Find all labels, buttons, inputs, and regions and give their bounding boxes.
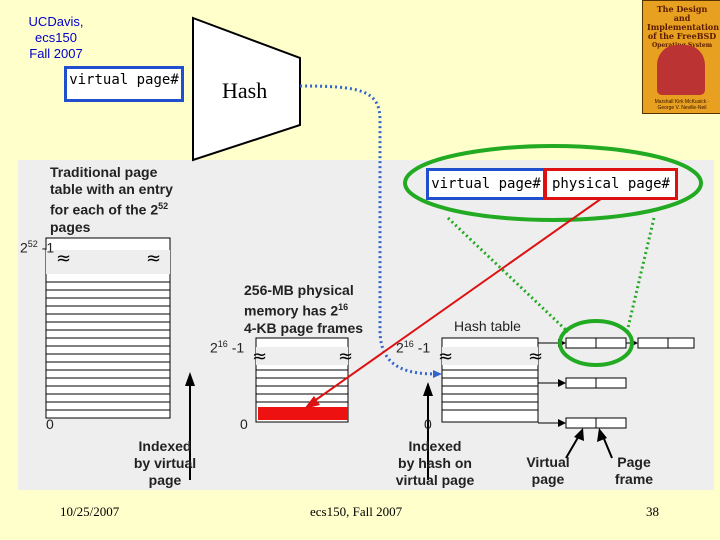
book-cover: The Design and Implementation of the Fre… [642,0,720,114]
vpn-input-label: virtual page# [69,72,179,88]
course-header: UCDavis, ecs150 Fall 2007 [6,14,106,62]
physical-zero: 0 [240,416,248,432]
svg-text:≈: ≈ [252,346,267,367]
vpn-box: virtual page# [426,168,546,200]
hash-table-label: Hash table [454,318,521,334]
traditional-page-table: ≈ ≈ [45,237,195,480]
physical-top-index: 216 -1 [210,339,245,356]
vpn-label: virtual page# [431,176,541,192]
blue-dotted-path [299,84,439,376]
course-header-line2: Fall 2007 [29,46,83,61]
course-header-line1: UCDavis, ecs150 [28,14,84,45]
traditional-index-caption: Indexed by virtual page [133,438,197,488]
svg-text:≈: ≈ [56,248,71,269]
daemon-mascot-icon [657,45,705,95]
ppn-label: physical page# [551,176,670,192]
footer-date: 10/25/2007 [60,504,120,519]
svg-text:≈: ≈ [528,346,543,367]
green-oval-entry [558,319,634,367]
ppn-box: physical page# [544,168,678,200]
traditional-table-caption: Traditional page table with an entry for… [50,164,173,235]
hash-function-shape [192,16,301,162]
hash-zero: 0 [424,416,432,432]
vpn-input-box: virtual page# [64,66,184,102]
page-frame-caption: Page frame [614,454,654,487]
hash-label: Hash [222,78,268,103]
hash-table: ≈ ≈ [423,337,695,480]
green-oval-top [403,144,703,222]
book-authors: Marshall Kirk McKusick · George V. Nevil… [654,99,710,111]
hash-top-index: 216 -1 [396,339,431,356]
svg-text:≈: ≈ [338,346,353,367]
svg-text:≈: ≈ [146,248,161,269]
traditional-top-index: 252 -1 [20,239,55,256]
book-title: The Design and Implementation of the Fre… [647,4,720,50]
physical-memory-table: ≈ ≈ [252,337,353,423]
traditional-zero: 0 [46,416,54,432]
footer-page-number: 38 [646,504,659,519]
physical-memory-caption: 256-MB physical memory has 216 4-KB page… [244,282,364,336]
svg-text:≈: ≈ [438,346,453,367]
red-pointer-line [309,195,606,405]
target-page-frame [258,407,348,420]
footer-course: ecs150, Fall 2007 [310,504,403,519]
virtual-page-caption: Virtual page [526,454,570,487]
hash-index-caption: Indexed by hash on virtual page [395,438,475,488]
green-dotted-right [625,217,656,333]
